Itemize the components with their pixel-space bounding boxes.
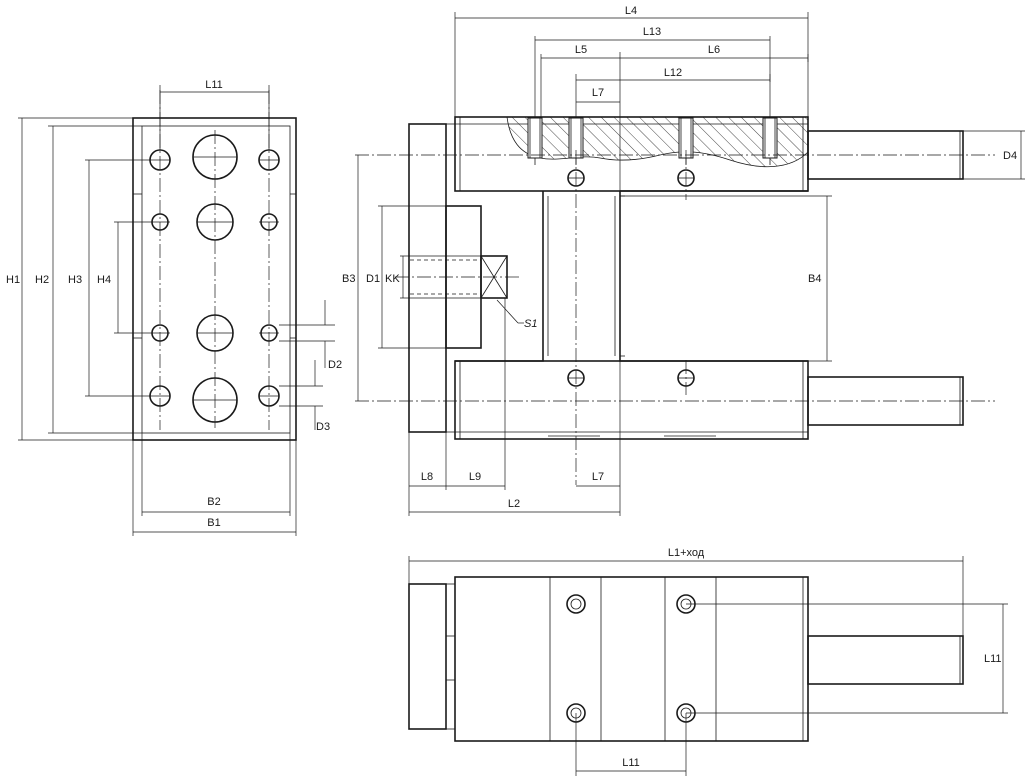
- dim-l8: L8: [421, 471, 433, 483]
- center-yoke: [455, 190, 808, 362]
- lower-body: [454, 360, 809, 440]
- mount-hole: [259, 213, 279, 231]
- dim-l11-right: L11: [984, 653, 1002, 665]
- dim-d3: D3: [316, 421, 330, 433]
- threaded-hole: [678, 117, 694, 165]
- top-view: L1+ход L11 L11: [408, 547, 1008, 776]
- dim-l2: L2: [508, 498, 520, 510]
- side-view: L4 L13 L5 L6 L12 L7 D4 B3 D1: [342, 5, 1025, 516]
- dim-l1-stroke: L1+ход: [668, 547, 705, 559]
- dim-h2: H2: [35, 274, 49, 286]
- dim-b2: B2: [207, 496, 220, 508]
- rod-bore: [192, 377, 238, 423]
- front-plate-inner: [141, 125, 291, 434]
- mount-hole: [150, 324, 170, 342]
- piston-bore: [196, 314, 234, 352]
- top-body: [454, 576, 809, 742]
- dim-l11-bottom: L11: [622, 757, 640, 769]
- top-end-plate: [408, 583, 447, 730]
- dim-l7-bottom: L7: [592, 471, 604, 483]
- top-bolt-hole: [566, 594, 586, 614]
- dim-h4: H4: [97, 274, 111, 286]
- dim-l12: L12: [664, 67, 682, 79]
- threaded-hole: [527, 117, 543, 165]
- piston-bore: [196, 203, 234, 241]
- dim-b3: B3: [342, 273, 355, 285]
- dim-l5: L5: [575, 44, 587, 56]
- mount-hole: [258, 385, 280, 407]
- dim-l6: L6: [708, 44, 720, 56]
- dim-d2: D2: [328, 359, 342, 371]
- mount-hole: [150, 213, 170, 231]
- dim-b4: B4: [808, 273, 821, 285]
- mount-hole: [259, 324, 279, 342]
- top-rod: [807, 635, 964, 685]
- rod-bore: [192, 134, 238, 180]
- dim-l7-top: L7: [592, 87, 604, 99]
- dim-l13: L13: [643, 26, 661, 38]
- threaded-hole: [762, 117, 778, 165]
- dim-d4: D4: [1003, 150, 1017, 162]
- front-plate-outline: [132, 117, 297, 441]
- end-plate: [408, 123, 447, 433]
- dim-h1: H1: [6, 274, 20, 286]
- dim-kk: KK: [385, 273, 400, 285]
- dim-l11-top: L11: [205, 79, 223, 91]
- dim-h3: H3: [68, 274, 82, 286]
- dim-l9: L9: [469, 471, 481, 483]
- dim-l4: L4: [625, 5, 637, 17]
- dim-s1: S1: [524, 318, 537, 330]
- dim-d1: D1: [366, 273, 380, 285]
- front-view: L11 H1 H2 H3 H4 D2 D3: [6, 79, 342, 536]
- dim-b1: B1: [207, 517, 220, 529]
